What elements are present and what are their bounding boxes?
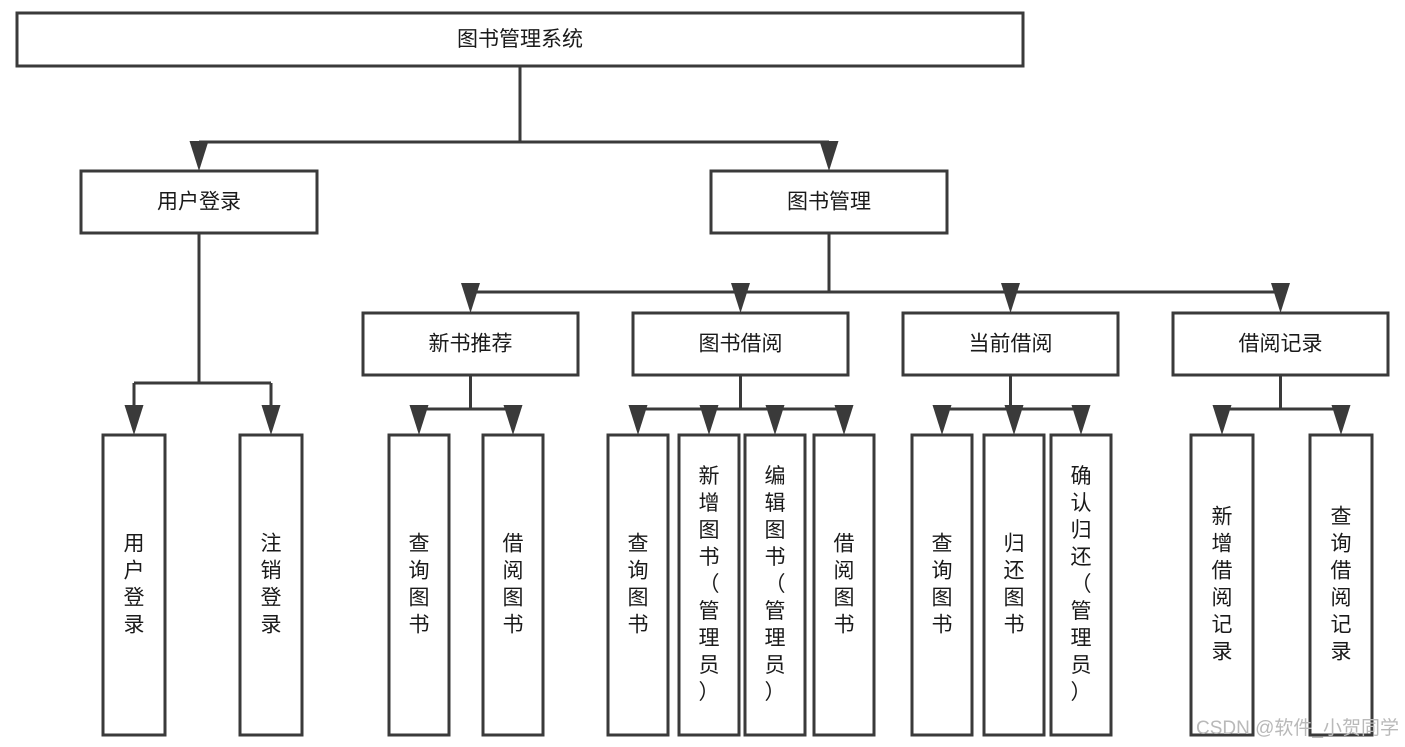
node-leaf-user-login[interactable]: 用户登录 (101, 433, 167, 737)
csdn-watermark: CSDN @软件_小贺同学 (1196, 717, 1399, 739)
node-box-root (15, 11, 1025, 68)
arrow-head-leaf-query-book-2 (628, 405, 648, 435)
node-root[interactable]: 图书管理系统 (15, 11, 1025, 68)
node-book-borrow[interactable]: 图书借阅 (631, 311, 850, 377)
node-box-leaf-add-record (1189, 433, 1255, 737)
node-box-leaf-edit-book (743, 433, 807, 737)
arrow-head-borrow-record (1271, 283, 1290, 313)
arrow-head-leaf-return-book (1004, 405, 1024, 435)
node-label-book-borrow: 图书借阅 (699, 333, 783, 356)
arrow-head-leaf-user-login (124, 405, 144, 435)
node-leaf-return-book[interactable]: 归还图书 (982, 433, 1046, 737)
node-book-manage[interactable]: 图书管理 (709, 169, 949, 235)
node-new-book-rec[interactable]: 新书推荐 (361, 311, 580, 377)
node-label-leaf-return-book: 归还图书 (1004, 532, 1025, 636)
node-label-current-borrow: 当前借阅 (969, 333, 1053, 356)
node-leaf-confirm-return[interactable]: 确认归还（管理员） (1049, 433, 1113, 737)
arrow-head-leaf-confirm-return (1071, 405, 1091, 435)
node-box-leaf-return-book (982, 433, 1046, 737)
node-current-borrow[interactable]: 当前借阅 (901, 311, 1120, 377)
arrow-head-leaf-borrow-book-2 (834, 405, 854, 435)
arrow-head-leaf-borrow-book-1 (503, 405, 523, 435)
node-box-leaf-borrow-book-2 (812, 433, 876, 737)
node-label-leaf-borrow-book-1: 借阅图书 (503, 532, 524, 636)
node-leaf-borrow-book-1[interactable]: 借阅图书 (481, 433, 545, 737)
node-box-leaf-logout (238, 433, 304, 737)
arrow-head-leaf-query-record (1331, 405, 1351, 435)
node-leaf-query-record[interactable]: 查询借阅记录 (1308, 433, 1374, 737)
node-label-book-manage: 图书管理 (787, 191, 871, 214)
arrow-head-leaf-add-record (1212, 405, 1232, 435)
node-leaf-query-book-1[interactable]: 查询图书 (387, 433, 451, 737)
node-label-user-login: 用户登录 (157, 191, 241, 214)
arrow-head-user-login (189, 141, 209, 171)
node-label-leaf-query-book-3: 查询图书 (932, 532, 953, 636)
node-box-leaf-user-login (101, 433, 167, 737)
arrow-head-book-manage (819, 141, 839, 171)
arrow-head-new-book-rec (461, 283, 480, 313)
node-box-new-book-rec (361, 311, 580, 377)
node-box-leaf-query-book-3 (910, 433, 974, 737)
node-user-login[interactable]: 用户登录 (79, 169, 319, 235)
connectors-layer (124, 66, 1351, 435)
node-borrow-record[interactable]: 借阅记录 (1171, 311, 1390, 377)
node-box-book-manage (709, 169, 949, 235)
node-label-leaf-user-login: 用户登录 (124, 532, 145, 636)
node-label-leaf-query-book-1: 查询图书 (409, 532, 430, 636)
arrow-head-leaf-query-book-3 (932, 405, 952, 435)
node-box-leaf-add-book (677, 433, 741, 737)
node-box-book-borrow (631, 311, 850, 377)
node-leaf-query-book-3[interactable]: 查询图书 (910, 433, 974, 737)
node-box-borrow-record (1171, 311, 1390, 377)
node-label-new-book-rec: 新书推荐 (429, 333, 513, 356)
node-box-leaf-confirm-return (1049, 433, 1113, 737)
node-leaf-borrow-book-2[interactable]: 借阅图书 (812, 433, 876, 737)
node-label-leaf-confirm-return: 确认归还（管理员） (1071, 465, 1092, 704)
node-leaf-query-book-2[interactable]: 查询图书 (606, 433, 670, 737)
watermark-layer: CSDN @软件_小贺同学 (1196, 717, 1399, 739)
nodes-layer: 图书管理系统用户登录图书管理新书推荐图书借阅当前借阅借阅记录用户登录注销登录查询… (15, 11, 1390, 737)
node-box-user-login (79, 169, 319, 235)
node-label-leaf-logout: 注销登录 (261, 532, 282, 636)
node-label-leaf-borrow-book-2: 借阅图书 (834, 532, 855, 636)
arrow-head-leaf-query-book-1 (409, 405, 429, 435)
arrow-head-book-borrow (731, 283, 750, 313)
node-label-borrow-record: 借阅记录 (1239, 333, 1323, 356)
node-leaf-add-book[interactable]: 新增图书（管理员） (677, 433, 741, 737)
node-label-leaf-edit-book: 编辑图书（管理员） (765, 465, 786, 704)
node-box-current-borrow (901, 311, 1120, 377)
node-label-leaf-query-book-2: 查询图书 (628, 532, 649, 636)
node-box-leaf-borrow-book-1 (481, 433, 545, 737)
node-label-leaf-add-book: 新增图书（管理员） (699, 465, 720, 704)
arrow-head-current-borrow (1001, 283, 1020, 313)
node-label-root: 图书管理系统 (457, 28, 583, 51)
node-label-leaf-query-record: 查询借阅记录 (1331, 505, 1352, 663)
node-leaf-logout[interactable]: 注销登录 (238, 433, 304, 737)
node-box-leaf-query-book-1 (387, 433, 451, 737)
node-box-leaf-query-record (1308, 433, 1374, 737)
node-leaf-add-record[interactable]: 新增借阅记录 (1189, 433, 1255, 737)
node-leaf-edit-book[interactable]: 编辑图书（管理员） (743, 433, 807, 737)
arrow-head-leaf-logout (261, 405, 281, 435)
node-box-leaf-query-book-2 (606, 433, 670, 737)
node-label-leaf-add-record: 新增借阅记录 (1212, 505, 1233, 663)
arrow-head-leaf-edit-book (765, 405, 785, 435)
arrow-head-leaf-add-book (699, 405, 719, 435)
